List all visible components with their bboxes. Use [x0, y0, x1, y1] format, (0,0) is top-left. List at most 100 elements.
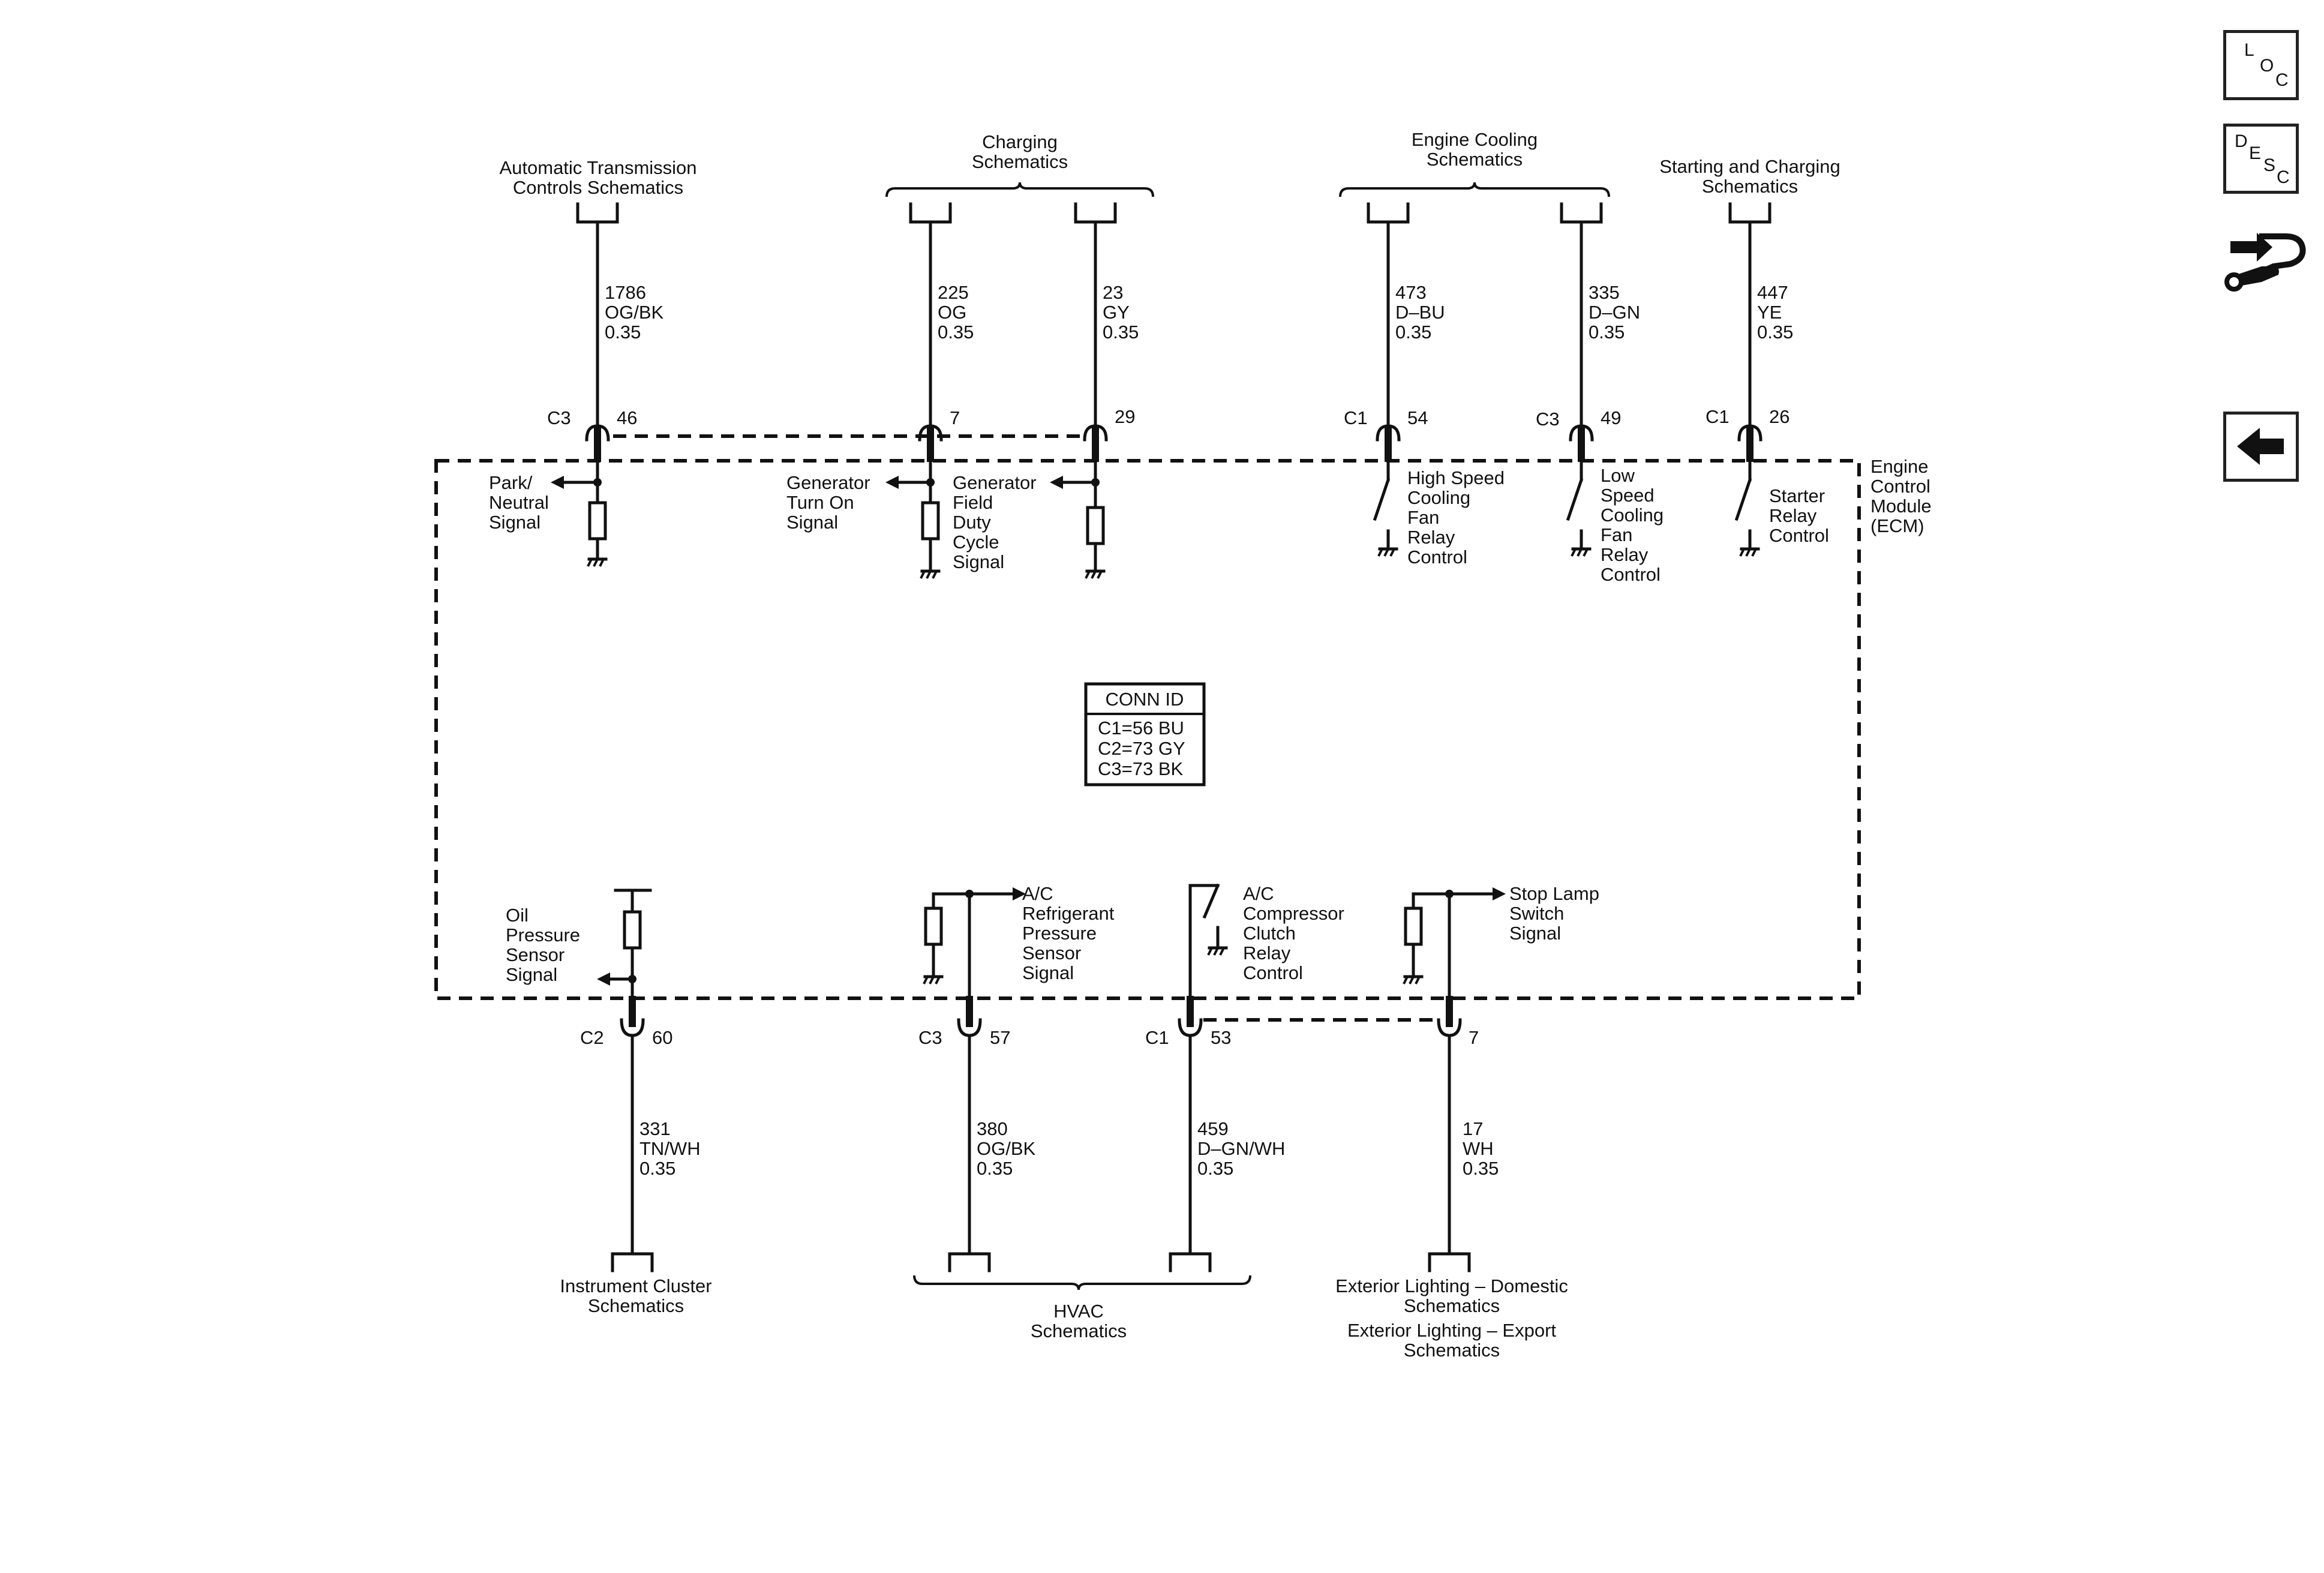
svg-text:C3: C3 — [918, 1027, 942, 1048]
svg-text:HVAC: HVAC — [1053, 1301, 1104, 1322]
svg-text:Control: Control — [1870, 476, 1930, 497]
svg-text:D–BU: D–BU — [1395, 302, 1445, 323]
svg-text:57: 57 — [990, 1027, 1010, 1048]
connector-7: 7 — [918, 407, 960, 462]
svg-text:Pressure: Pressure — [506, 924, 580, 945]
bottom-wire-459 — [1169, 1034, 1212, 1272]
svg-text:OG/BK: OG/BK — [977, 1138, 1036, 1159]
svg-text:0.35: 0.35 — [1757, 322, 1793, 343]
svg-text:Schematics: Schematics — [1427, 149, 1523, 170]
svg-text:Relay: Relay — [1601, 544, 1649, 565]
svg-text:OG/BK: OG/BK — [605, 302, 664, 323]
ecm-label: Engine Control Module (ECM) — [1870, 456, 1932, 536]
loc-icon: L O C — [2244, 40, 2289, 90]
ac-refrigerant-label: A/C Refrigerant Pressure Sensor Signal — [1022, 883, 1115, 983]
svg-text:Schematics: Schematics — [588, 1295, 684, 1316]
svg-text:Control: Control — [1407, 547, 1467, 568]
bottom-wire-17 — [1428, 1034, 1471, 1272]
ref-engine-cooling[interactable]: Engine Cooling Schematics — [1412, 129, 1538, 170]
svg-text:Cooling: Cooling — [1407, 487, 1470, 508]
svg-text:Relay: Relay — [1407, 527, 1455, 548]
desc-icon: D E S C — [2235, 131, 2290, 187]
generator-turn-on-circuit — [885, 460, 941, 579]
bottom-wire-380 — [948, 1034, 991, 1272]
svg-text:447: 447 — [1757, 282, 1788, 303]
svg-text:D–GN/WH: D–GN/WH — [1197, 1138, 1285, 1159]
svg-text:C1: C1 — [1344, 407, 1368, 428]
svg-text:7: 7 — [1469, 1027, 1479, 1048]
desc-button[interactable]: D E S C — [2223, 124, 2299, 194]
svg-text:Signal: Signal — [1509, 923, 1561, 944]
svg-text:Sensor: Sensor — [506, 944, 565, 965]
svg-text:Module: Module — [1870, 496, 1932, 517]
svg-text:Signal: Signal — [506, 964, 557, 985]
ref-instrument-cluster[interactable]: Instrument Cluster Schematics — [560, 1275, 711, 1316]
circuit-447-label: 447 YE 0.35 — [1757, 282, 1793, 343]
svg-text:0.35: 0.35 — [1395, 322, 1431, 343]
connector-7-bottom: 7 — [1437, 996, 1479, 1048]
starter-relay-label: Starter Relay Control — [1769, 485, 1829, 546]
bottom-wire-331 — [611, 1034, 654, 1272]
svg-text:Instrument Cluster: Instrument Cluster — [560, 1275, 711, 1296]
svg-text:23: 23 — [1103, 282, 1123, 303]
svg-text:Engine: Engine — [1870, 456, 1929, 477]
stop-lamp-label: Stop Lamp Switch Signal — [1509, 883, 1599, 944]
ref-exterior-lighting-export[interactable]: Exterior Lighting – Export Schematics — [1347, 1320, 1556, 1361]
ref-hvac[interactable]: HVAC Schematics — [1031, 1301, 1127, 1341]
svg-text:Cooling: Cooling — [1601, 505, 1664, 526]
svg-text:Speed: Speed — [1601, 485, 1655, 506]
svg-text:Control: Control — [1243, 962, 1303, 983]
svg-text:Schematics: Schematics — [1031, 1320, 1127, 1341]
ref-automatic-transmission[interactable]: Automatic Transmission Controls Schemati… — [499, 157, 696, 198]
conn-id-line: C1=56 BU — [1098, 718, 1184, 739]
connector-c3-49: C3 49 — [1536, 407, 1621, 462]
svg-text:Control: Control — [1601, 564, 1661, 585]
conn-id-box: CONN ID C1=56 BU C2=73 GY C3=73 BK — [1084, 682, 1206, 786]
svg-text:46: 46 — [617, 407, 637, 428]
svg-text:C2: C2 — [580, 1027, 604, 1048]
svg-text:17: 17 — [1463, 1118, 1483, 1139]
svg-text:C3: C3 — [547, 407, 571, 428]
svg-text:Cycle: Cycle — [953, 532, 999, 553]
svg-text:A/C: A/C — [1022, 883, 1053, 904]
oil-pressure-label: Oil Pressure Sensor Signal — [506, 905, 580, 985]
svg-text:Starter: Starter — [1769, 485, 1825, 506]
svg-text:Compressor: Compressor — [1243, 903, 1344, 924]
svg-text:Engine Cooling: Engine Cooling — [1412, 129, 1538, 150]
svg-text:7: 7 — [950, 407, 960, 428]
svg-text:Turn On: Turn On — [786, 492, 854, 513]
svg-text:60: 60 — [652, 1027, 672, 1048]
svg-text:Duty: Duty — [953, 512, 991, 533]
svg-text:High Speed: High Speed — [1407, 467, 1505, 488]
circuit-473-label: 473 D–BU 0.35 — [1395, 282, 1445, 343]
svg-text:Sensor: Sensor — [1022, 942, 1081, 963]
circuit-459-label: 459 D–GN/WH 0.35 — [1197, 1118, 1285, 1179]
ref-exterior-lighting-domestic[interactable]: Exterior Lighting – Domestic Schematics — [1335, 1275, 1568, 1316]
ref-starting-charging[interactable]: Starting and Charging Schematics — [1659, 156, 1840, 197]
top-wire-23 — [1074, 202, 1117, 427]
connector-c3-57: C3 57 — [918, 996, 1010, 1048]
ref-charging[interactable]: Charging Schematics — [972, 131, 1068, 172]
oil-pressure-circuit — [597, 888, 652, 1022]
svg-text:TN/WH: TN/WH — [639, 1138, 701, 1159]
hand-wrench-icon[interactable] — [2223, 216, 2307, 300]
svg-text:Generator: Generator — [953, 472, 1037, 493]
svg-text:Signal: Signal — [786, 512, 838, 533]
circuit-225-label: 225 OG 0.35 — [938, 282, 974, 343]
back-button[interactable] — [2223, 412, 2299, 482]
loc-button[interactable]: L O C — [2223, 30, 2299, 100]
svg-text:54: 54 — [1407, 407, 1428, 428]
svg-text:C3: C3 — [1536, 409, 1560, 430]
svg-text:Low: Low — [1601, 465, 1635, 486]
connector-c1-53: C1 53 — [1145, 996, 1231, 1048]
svg-text:0.35: 0.35 — [1589, 322, 1625, 343]
svg-text:Oil: Oil — [506, 905, 529, 926]
generator-field-circuit — [1050, 460, 1106, 579]
conn-id-title: CONN ID — [1106, 689, 1184, 710]
svg-text:Clutch: Clutch — [1243, 923, 1296, 944]
circuit-1786-label: 1786 OG/BK 0.35 — [605, 282, 664, 343]
svg-text:Fan: Fan — [1407, 507, 1439, 528]
svg-text:A/C: A/C — [1243, 883, 1274, 904]
svg-text:0.35: 0.35 — [605, 322, 641, 343]
